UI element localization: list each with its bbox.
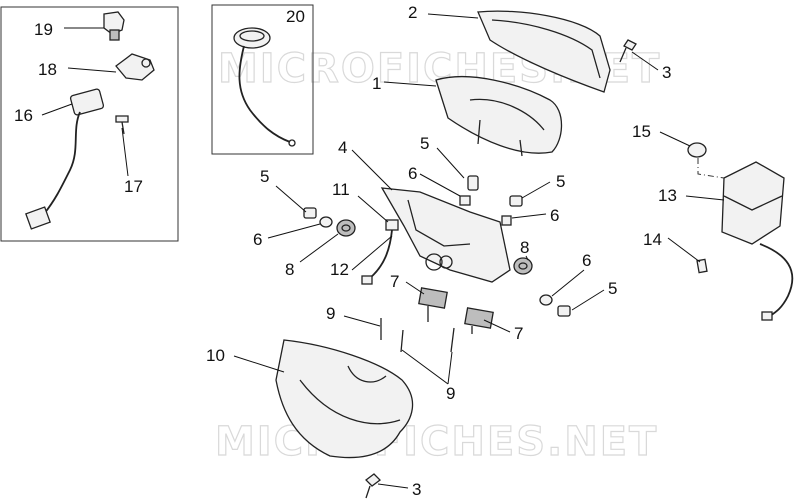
callout-9-a: 9 xyxy=(326,304,335,323)
callout-13: 13 xyxy=(658,186,677,205)
part-14-stud xyxy=(696,258,708,274)
callout-5-d: 5 xyxy=(608,279,617,298)
callout-2: 2 xyxy=(408,3,417,22)
callout-16: 16 xyxy=(14,106,33,125)
callout-11: 11 xyxy=(332,180,350,199)
callout-15: 15 xyxy=(632,122,651,141)
inset-frame-left xyxy=(0,6,179,242)
callout-6-c: 6 xyxy=(550,206,559,225)
part-17-screw xyxy=(115,115,129,135)
callout-5-c: 5 xyxy=(556,172,565,191)
callout-8-a: 8 xyxy=(285,260,294,279)
callout-7-b: 7 xyxy=(514,324,523,343)
part-8-grommet-a xyxy=(336,219,356,237)
part-5-screw-c xyxy=(509,195,523,207)
part-11-12-harness-clip xyxy=(361,219,399,285)
part-15-cap xyxy=(687,142,707,158)
part-5-screw-b xyxy=(467,175,479,191)
part-6-washer-a xyxy=(319,216,333,228)
part-1-instrument-panel xyxy=(435,76,563,157)
callout-10: 10 xyxy=(206,346,225,365)
callout-numbers: 19 18 16 17 20 2 1 3 4 5 6 11 5 6 5 6 8 … xyxy=(14,3,677,499)
part-3-screw-bottom xyxy=(365,473,381,499)
watermark-bottom: MICROFICHES.NET xyxy=(215,419,658,465)
callout-6-b: 6 xyxy=(408,164,417,183)
part-3-screw-top xyxy=(619,39,637,63)
leader-lines xyxy=(41,13,725,489)
part-2-instrument-cover xyxy=(477,10,611,93)
part-5-screw-a xyxy=(303,207,317,219)
part-7-damper-b xyxy=(464,307,494,334)
alignment-line xyxy=(697,158,725,179)
callout-3-bottom: 3 xyxy=(412,480,421,499)
callout-20: 20 xyxy=(286,7,305,26)
part-16-sensor-harness xyxy=(25,88,105,230)
part-9-pins xyxy=(380,318,455,353)
callout-4: 4 xyxy=(338,138,347,157)
part-13-module xyxy=(721,161,794,321)
callout-18: 18 xyxy=(38,60,57,79)
part-4-support-bracket xyxy=(380,187,511,283)
callout-17: 17 xyxy=(124,177,143,196)
callout-7-a: 7 xyxy=(390,272,399,291)
part-6-washer-c xyxy=(501,215,512,226)
callout-12: 12 xyxy=(330,260,349,279)
callout-14: 14 xyxy=(643,230,662,249)
callout-19: 19 xyxy=(34,20,53,39)
part-19-connector xyxy=(103,11,125,41)
callout-5-b: 5 xyxy=(420,134,429,153)
callout-8-b: 8 xyxy=(520,238,529,257)
callout-5-a: 5 xyxy=(260,167,269,186)
callout-9-b: 9 xyxy=(446,384,455,403)
callout-3-top: 3 xyxy=(662,63,671,82)
callout-1: 1 xyxy=(372,74,381,93)
part-6-washer-b xyxy=(459,195,471,206)
part-10-lower-cover xyxy=(275,339,414,459)
callout-6-a: 6 xyxy=(253,230,262,249)
part-6-washer-d xyxy=(539,294,553,306)
part-18-bracket xyxy=(115,53,155,81)
part-8-grommet-b xyxy=(513,257,533,275)
callout-6-d: 6 xyxy=(582,251,591,270)
part-7-damper-a xyxy=(418,287,448,322)
inset-frame-sensor xyxy=(211,4,314,155)
part-5-screw-d xyxy=(557,305,571,317)
part-20-sensor xyxy=(233,27,296,147)
